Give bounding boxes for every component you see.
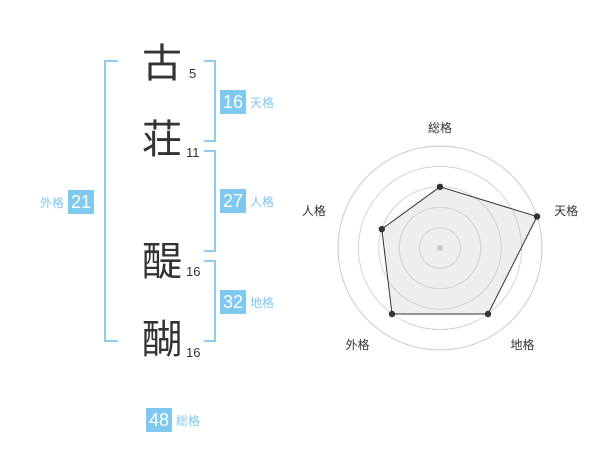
radar-center-dot bbox=[437, 245, 443, 251]
radar-point-5 bbox=[378, 225, 385, 233]
radar-axis-label-4: 外格 bbox=[345, 337, 369, 352]
radar-axis-label-5: 人格 bbox=[302, 203, 326, 218]
radar-point-2 bbox=[533, 213, 541, 220]
radar-point-3 bbox=[484, 310, 492, 318]
tenkaku-label: 天格 bbox=[250, 95, 275, 110]
soukaku-value: 48 bbox=[146, 408, 173, 432]
chikaku-bracket bbox=[204, 260, 216, 342]
radar-grid-ring bbox=[419, 227, 461, 269]
chikaku-value: 32 bbox=[220, 290, 247, 314]
tenkaku-badge: 16 天格 bbox=[220, 90, 274, 114]
gaikaku-value: 21 bbox=[68, 190, 95, 214]
gaikaku-label: 外格 bbox=[40, 195, 65, 210]
soukaku-label: 総格 bbox=[176, 413, 201, 428]
stroke-count-2: 11 bbox=[186, 145, 200, 160]
name-char-4: 醐 bbox=[142, 317, 182, 363]
chikaku-label: 地格 bbox=[250, 295, 275, 310]
jinkaku-bracket bbox=[204, 150, 216, 252]
radar-grid-ring bbox=[398, 206, 482, 290]
stroke-count-3: 16 bbox=[186, 264, 201, 279]
jinkaku-value: 27 bbox=[220, 189, 247, 213]
stroke-count-4: 16 bbox=[186, 345, 201, 360]
soukaku-badge: 48 総格 bbox=[146, 408, 200, 432]
gaikaku-bracket bbox=[104, 60, 118, 342]
name-char-1: 古 bbox=[142, 41, 182, 87]
tenkaku-value: 16 bbox=[220, 90, 247, 114]
stroke-count-1: 5 bbox=[189, 66, 197, 81]
name-char-3: 醍 bbox=[142, 239, 182, 285]
radar-point-1 bbox=[436, 183, 444, 190]
chikaku-badge: 32 地格 bbox=[220, 290, 274, 314]
jinkaku-badge: 27 人格 bbox=[220, 189, 274, 213]
name-char-2: 荘 bbox=[142, 117, 182, 163]
radar-series-polygon bbox=[381, 186, 538, 315]
radar-axis-label-2: 天格 bbox=[554, 203, 578, 218]
radar-axis-label-1: 総格 bbox=[428, 120, 452, 135]
radar-axis-label-3: 地格 bbox=[511, 337, 535, 352]
jinkaku-label: 人格 bbox=[250, 194, 275, 209]
gaikaku-badge: 外格 21 bbox=[40, 190, 95, 214]
tenkaku-bracket bbox=[204, 60, 216, 142]
radar-point-4 bbox=[388, 310, 396, 318]
